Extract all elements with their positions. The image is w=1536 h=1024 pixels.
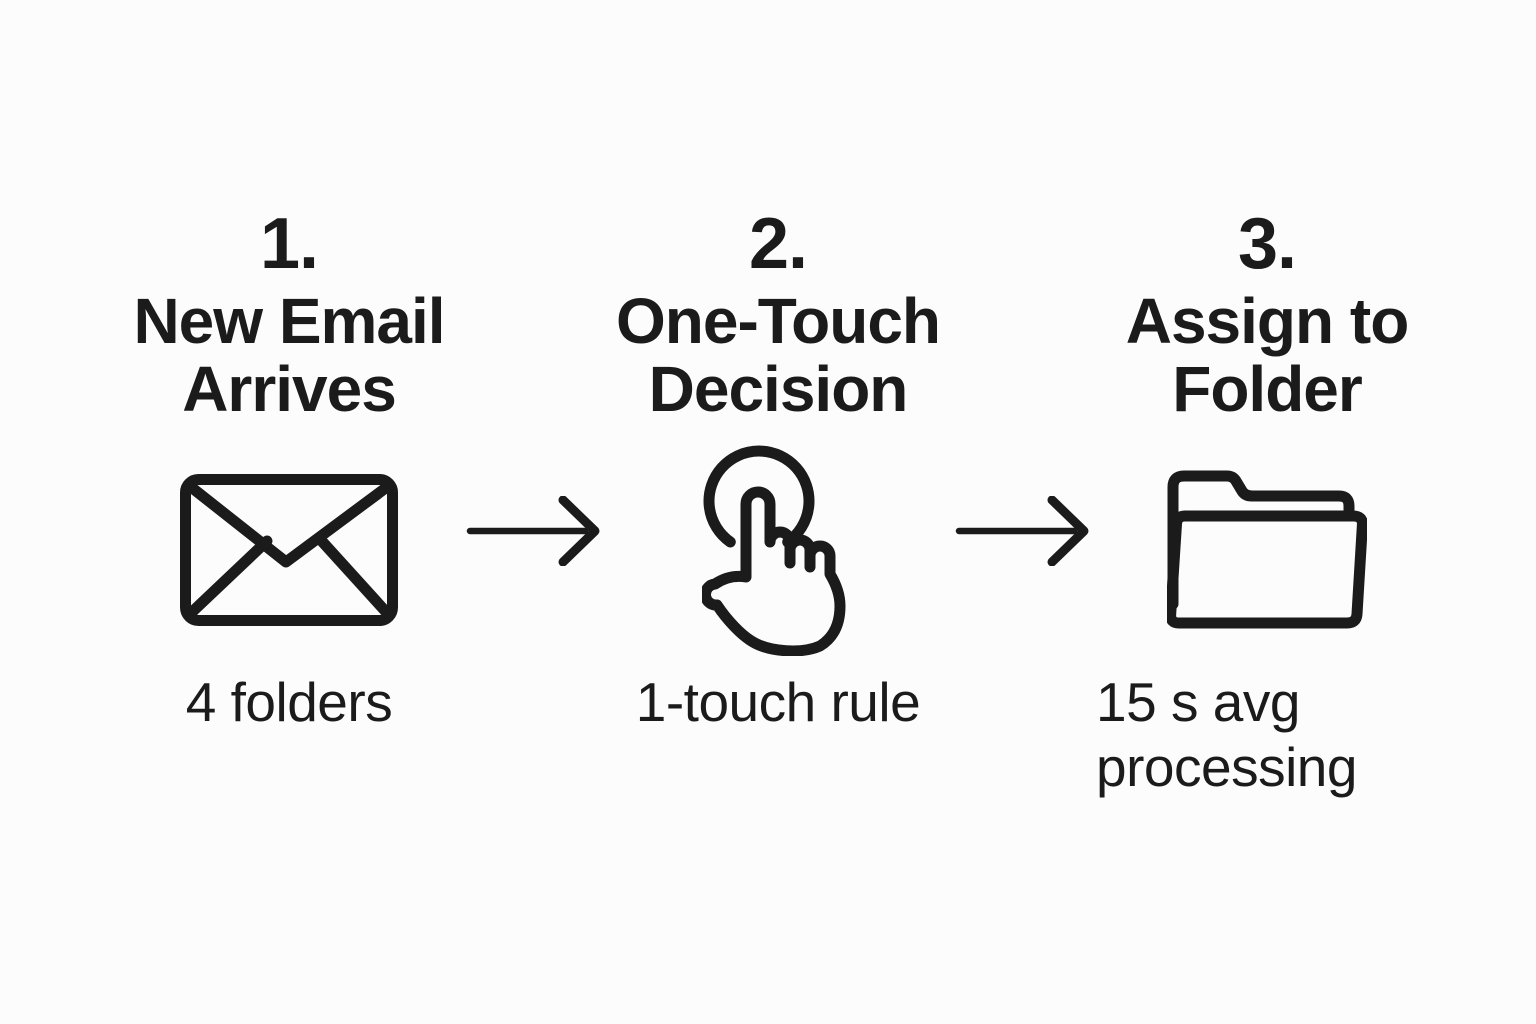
step-3-icon-wrap [1167,444,1367,656]
step-1-number: 1. [259,204,319,284]
step-2-title: One-Touch Decision [616,285,941,426]
step-3-title: Assign to Folder [1125,285,1410,426]
step-3-assign-to-folder: 3. Assign to Folder 15 s avg processing [1096,208,1438,800]
folder-icon [1167,470,1367,629]
step-2-one-touch-decision: 2. One-Touch Decision 1-touch rule [607,208,949,735]
step-2-icon-wrap [702,444,854,656]
step-3-caption: 15 s avg processing [1096,670,1357,798]
step-2-caption: 1-touch rule [635,670,921,733]
step-3-number: 3. [1237,204,1297,284]
step-1-new-email-arrives: 1. New Email Arrives 4 folders [118,208,460,735]
step-1-caption: 4 folders [185,670,393,733]
envelope-icon [180,473,398,626]
step-1-title: New Email Arrives [133,285,445,426]
step-2-number: 2. [748,204,808,284]
step-1-icon-wrap [180,444,398,656]
process-flow: 1. New Email Arrives 4 folders [118,208,1438,800]
right-arrow-icon [955,496,1091,566]
connector-1 [460,208,607,566]
right-arrow-icon [466,496,602,566]
connector-2 [949,208,1096,566]
touch-tap-icon [702,444,854,656]
